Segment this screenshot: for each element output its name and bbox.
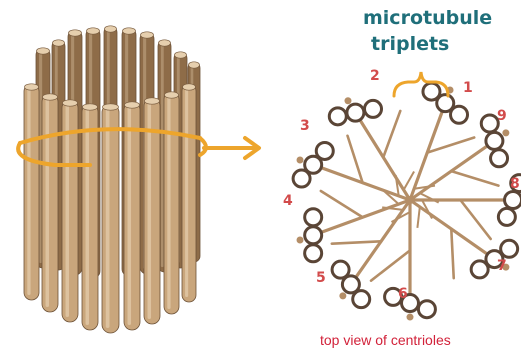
microtubule-ring: [329, 108, 346, 125]
microtubule-ring: [316, 142, 333, 159]
connector-knob: [407, 314, 414, 321]
microtubule-triplet: [329, 97, 381, 125]
microtubule-ring: [365, 100, 382, 117]
radial-branch: [460, 200, 490, 239]
triplet-number-6: 6: [398, 286, 408, 302]
inner-connector: [417, 207, 419, 228]
microtubule-triplet: [297, 209, 322, 262]
microtubule-rod: [102, 104, 119, 333]
triplet-number-9: 9: [497, 108, 507, 124]
microtubule-rod: [42, 94, 58, 312]
microtubule-rod: [182, 84, 196, 302]
microtubule-ring: [305, 227, 322, 244]
microtubule-ring: [347, 104, 364, 121]
triplet-number-4: 4: [283, 193, 293, 209]
microtubule-ring: [305, 209, 322, 226]
diagram-caption: top view of centrioles: [320, 332, 451, 348]
radial-branch: [348, 136, 363, 183]
centriole-cylinder-icon: [24, 26, 200, 333]
inner-connector: [404, 171, 414, 189]
radial-branch: [371, 250, 410, 280]
microtubule-ring: [481, 115, 498, 132]
triplet-number-2: 2: [370, 68, 380, 84]
label-line-triplets: triplets: [371, 33, 449, 55]
radial-branch: [451, 171, 498, 186]
microtubule-rod: [124, 102, 140, 330]
triplet-number-1: 1: [463, 80, 473, 96]
radial-branch: [383, 111, 400, 157]
microtubule-rod: [164, 92, 179, 314]
connector-knob: [297, 237, 304, 244]
microtubule-triplet: [293, 142, 333, 187]
microtubule-ring: [498, 208, 515, 225]
microtubule-ring: [505, 192, 521, 209]
radial-branch: [332, 241, 381, 243]
central-hub: [406, 196, 414, 204]
microtubule-ring: [451, 106, 468, 123]
microtubule-rod: [82, 104, 98, 330]
radial-branch: [451, 229, 453, 278]
connector-knob: [502, 129, 509, 136]
radial-branch: [427, 138, 474, 153]
microtubule-ring: [491, 150, 508, 167]
connector-knob: [339, 292, 346, 299]
microtubule-triplet: [385, 288, 436, 320]
connector-knob: [297, 156, 304, 163]
microtubule-ring: [471, 261, 488, 278]
label-line-microtubule: microtubule: [363, 7, 492, 29]
triplet-number-3: 3: [300, 118, 310, 134]
radial-branch: [321, 191, 363, 217]
triplet-number-8: 8: [510, 176, 520, 192]
microtubule-ring: [418, 301, 435, 318]
triplet-number-7: 7: [497, 258, 507, 274]
microtubule-rod: [24, 84, 39, 300]
microtubule-ring: [486, 132, 503, 149]
triplet-number-5: 5: [316, 270, 326, 286]
microtubule-ring: [332, 261, 349, 278]
microtubule-triplets-label: microtubule triplets: [363, 7, 492, 96]
microtubule-ring: [305, 245, 322, 262]
cross-section-icon: 1 2 3 4 5 6 7 8 9: [283, 68, 521, 321]
connector-knob: [344, 97, 351, 104]
